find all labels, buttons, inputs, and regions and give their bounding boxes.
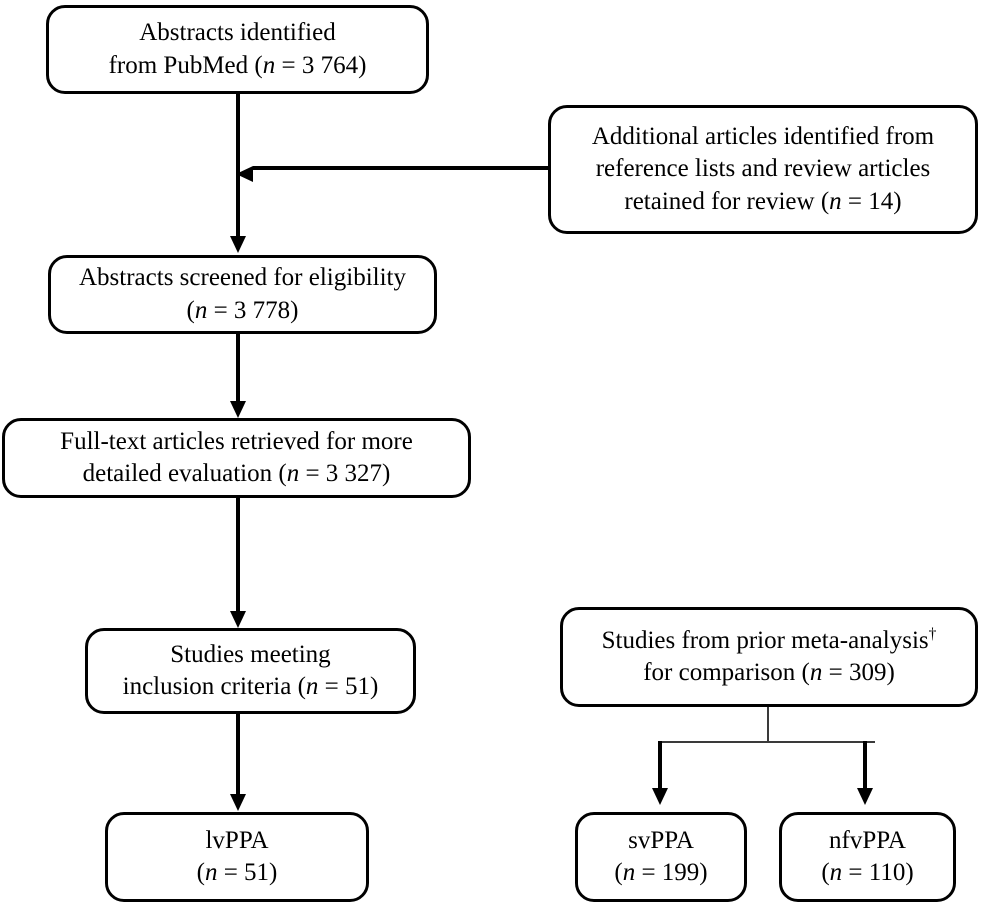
node-prior-meta-analysis: Studies from prior meta-analysis†for com…	[560, 607, 978, 707]
connector-additional-to-main-shaft	[253, 166, 549, 170]
connector-meta-to-nfvppa-shaft	[863, 741, 867, 789]
connector-criteria-to-lvppa-shaft	[236, 714, 240, 795]
node-lvppa-text: lvPPA(n = 51)	[196, 826, 278, 887]
connector-meta-fork-bar	[660, 741, 875, 743]
node-svppa: svPPA(n = 199)	[575, 812, 747, 902]
connector-fulltext-to-criteria-arrowhead	[230, 611, 246, 628]
connector-identified-to-screened-shaft	[236, 94, 240, 237]
node-nfvppa: nfvPPA(n = 110)	[779, 812, 956, 902]
connector-meta-to-svppa-shaft	[658, 741, 662, 789]
node-svppa-text: svPPA(n = 199)	[614, 826, 708, 887]
connector-screened-to-fulltext-shaft	[236, 334, 240, 402]
connector-fulltext-to-criteria-shaft	[236, 498, 240, 612]
connector-screened-to-fulltext-arrowhead	[230, 401, 246, 418]
connector-meta-fork-stem	[767, 707, 769, 743]
node-abstracts-screened: Abstracts screened for eligibility(n = 3…	[48, 255, 437, 334]
dagger-symbol: †	[928, 625, 937, 643]
node-lvppa: lvPPA(n = 51)	[105, 812, 369, 902]
node-prior-meta-analysis-text: Studies from prior meta-analysis†for com…	[601, 625, 937, 686]
connector-additional-to-main-arrowhead	[236, 166, 253, 182]
connector-meta-to-nfvppa-arrowhead	[857, 788, 873, 805]
node-nfvppa-text: nfvPPA(n = 110)	[821, 826, 914, 887]
connector-criteria-to-lvppa-arrowhead	[230, 794, 246, 811]
node-abstracts-screened-text: Abstracts screened for eligibility(n = 3…	[79, 264, 406, 324]
connector-identified-to-screened-arrowhead	[230, 236, 246, 253]
connector-meta-to-svppa-arrowhead	[652, 788, 668, 805]
